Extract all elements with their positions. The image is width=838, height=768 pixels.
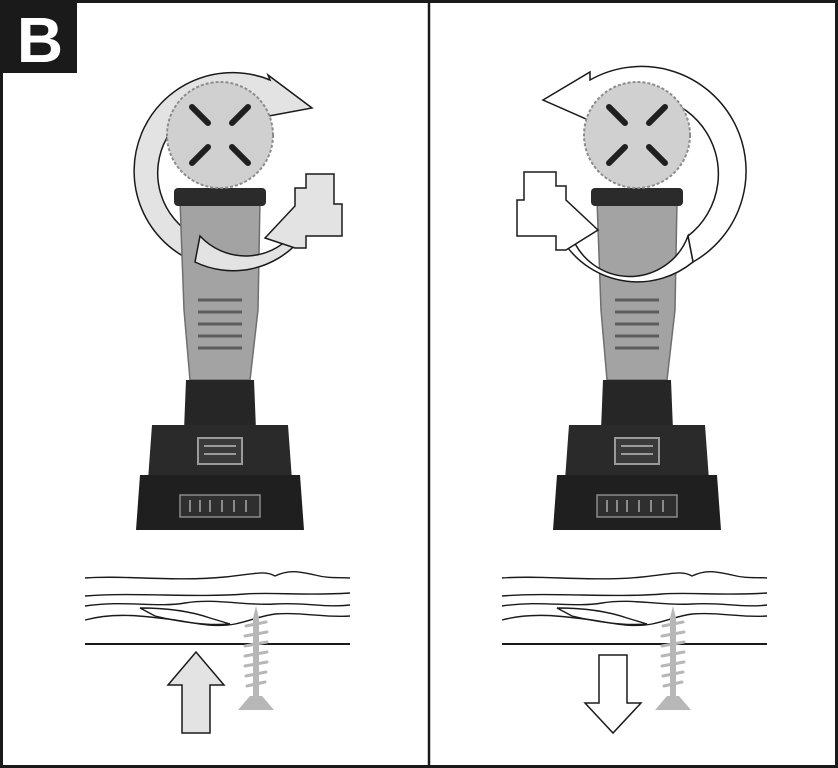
panel-left xyxy=(84,71,351,734)
arrow-down-icon xyxy=(583,654,643,735)
rotation-clockwise-tail-icon xyxy=(194,173,343,272)
rotation-counterclockwise-tail-icon xyxy=(516,171,694,283)
panel-right xyxy=(501,65,768,735)
arrow-up-icon xyxy=(166,650,226,734)
figure-label: B xyxy=(17,4,63,76)
figure-badge: B xyxy=(3,3,77,76)
rotation-counterclockwise-icon xyxy=(541,65,747,264)
